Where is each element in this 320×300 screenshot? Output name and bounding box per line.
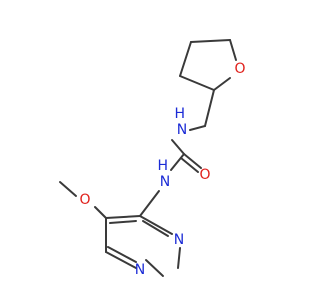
bond-thf-5 — [179, 41, 192, 77]
bond-pyr-1b — [142, 220, 169, 237]
amine-n-bottom-h: H — [158, 158, 169, 174]
amine-n-bottom-n: N — [160, 174, 170, 190]
bond-ch2-2 — [189, 125, 206, 131]
bond-urea-1 — [171, 139, 185, 155]
bond-carbonyl-1 — [183, 153, 202, 169]
bond-methoxy-2 — [59, 181, 77, 197]
bond-pyr-4b — [107, 246, 137, 263]
bond-pyr-3 — [145, 259, 164, 277]
bond-pyr-1 — [139, 215, 173, 235]
bond-pyr-6 — [105, 215, 141, 219]
amine-n-top-label: H N — [175, 106, 190, 138]
atom-labels: O H N O H N O N N — [79, 61, 245, 278]
bond-urea-2 — [170, 153, 185, 171]
bond-thf-1 — [190, 39, 231, 43]
amine-n-bottom-label: H N — [158, 158, 173, 190]
bond-methoxy-1 — [94, 206, 107, 219]
bond-carbonyl-2 — [180, 157, 199, 173]
methoxy-oxygen-label: O — [79, 192, 90, 208]
bond-pyr-4 — [105, 251, 137, 269]
bond-thf-3 — [213, 77, 231, 91]
amine-n-top-n: N — [177, 122, 187, 138]
bond-urea-3 — [139, 190, 160, 217]
pyrimidine-n-upper-label: N — [174, 232, 184, 248]
carbonyl-oxygen-label: O — [199, 167, 210, 183]
bond-thf-4 — [179, 75, 215, 91]
bond-ch2-1 — [204, 89, 215, 127]
bond-pyr-2 — [177, 247, 181, 269]
bonds — [59, 39, 237, 277]
amine-n-top-h: H — [175, 106, 186, 122]
bond-thf-2 — [229, 39, 237, 61]
molecule-diagram: O H N O H N O N N — [59, 39, 246, 278]
ring-oxygen-label: O — [234, 61, 245, 77]
pyrimidine-n-lower-label: N — [135, 262, 145, 278]
bond-pyr-6b — [109, 220, 137, 224]
